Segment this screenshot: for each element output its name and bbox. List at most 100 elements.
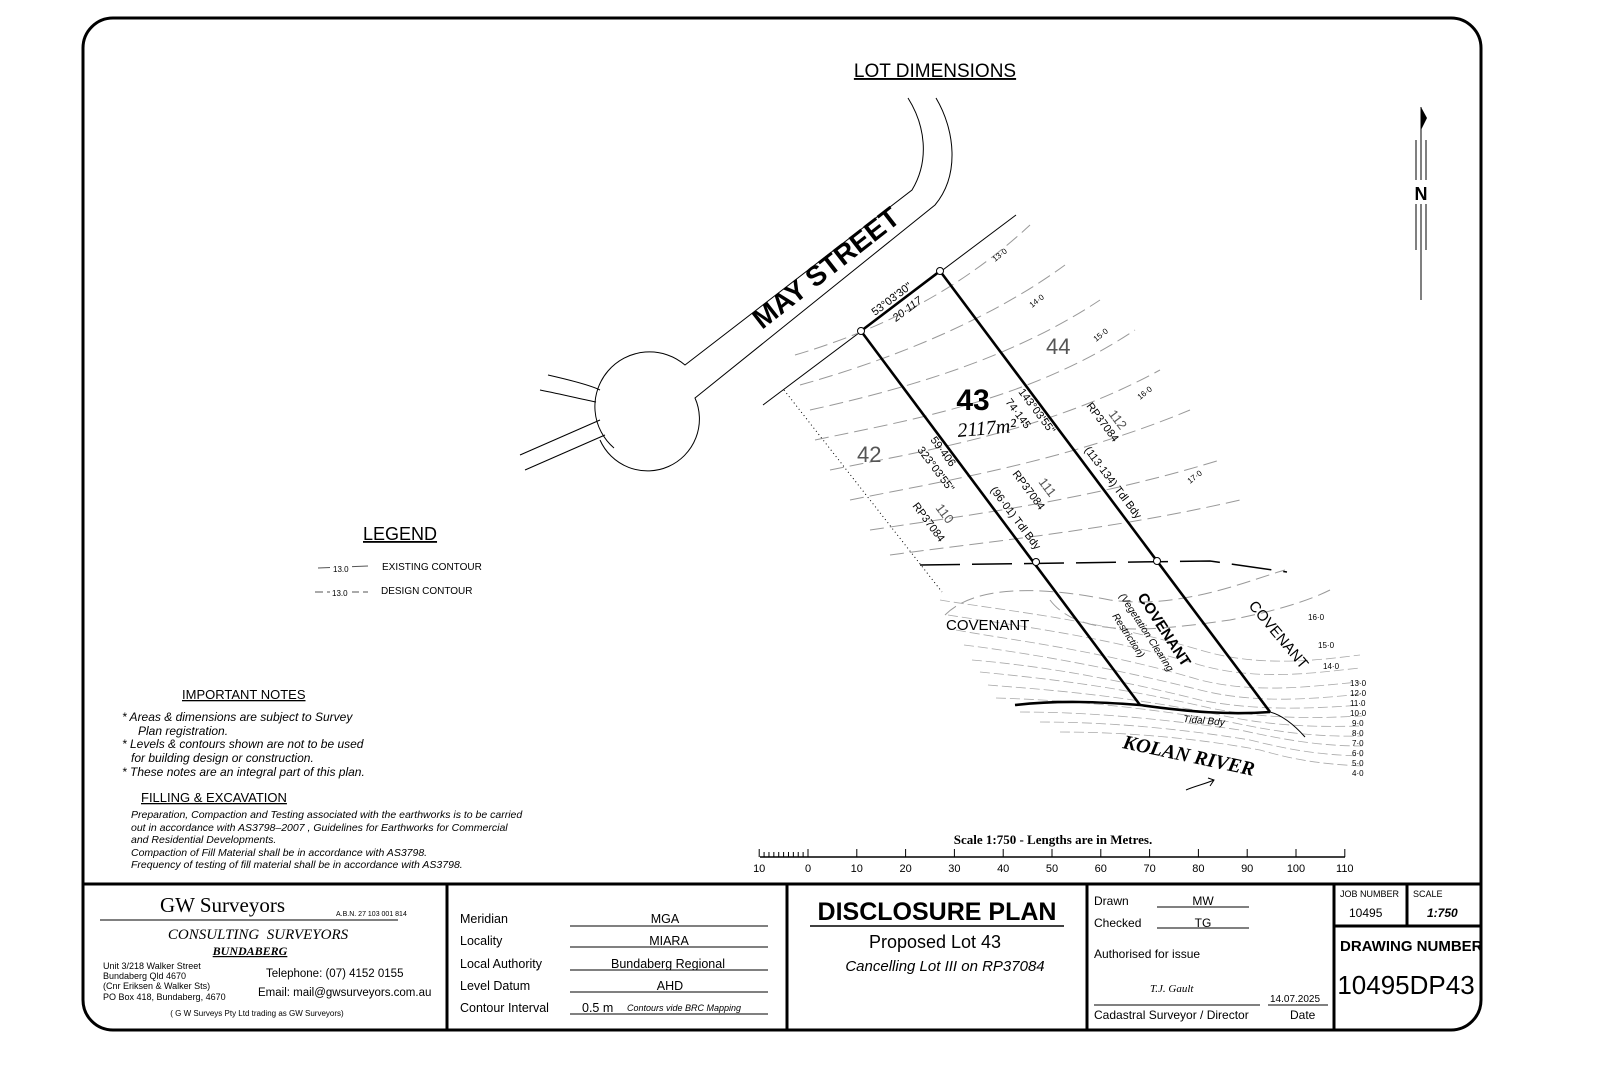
scale-tick-label: 30 — [948, 863, 960, 875]
svg-text:10·0: 10·0 — [1350, 709, 1367, 718]
scale-value: 1:750 — [1427, 906, 1458, 920]
svg-text:Level Datum: Level Datum — [460, 979, 530, 993]
scale-tick-label: 10 — [753, 863, 765, 875]
signature: T.J. Gault — [1150, 983, 1194, 995]
svg-text:for building design or constru: for building design or construction. — [131, 751, 314, 765]
title-block-grid — [445, 884, 1481, 1030]
svg-text:13·0: 13·0 — [991, 246, 1010, 263]
scale-tick-label: 10 — [851, 863, 863, 875]
lot-42-boundary — [783, 389, 943, 593]
svg-text:MW: MW — [1192, 894, 1214, 908]
svg-text:Contours vide BRC Mapping: Contours vide BRC Mapping — [627, 1003, 741, 1013]
svg-text:Bundaberg Qld 4670: Bundaberg Qld 4670 — [103, 971, 186, 981]
scale-label: SCALE — [1413, 889, 1443, 899]
svg-text:Frequency of testing of fill m: Frequency of testing of fill material sh… — [131, 859, 463, 871]
svg-text:EXISTING CONTOUR: EXISTING CONTOUR — [382, 562, 482, 573]
svg-text:(Cnr Eriksen & Walker Sts): (Cnr Eriksen & Walker Sts) — [103, 981, 210, 991]
company-trading: ( G W Surveys Pty Ltd trading as GW Surv… — [170, 1009, 344, 1018]
svg-text:14·0: 14·0 — [1028, 292, 1047, 309]
svg-text:and Residential Developments.: and Residential Developments. — [131, 834, 276, 846]
svg-text:out in accordance with AS3798–: out in accordance with AS3798–2007 , Gui… — [131, 822, 508, 834]
may-street-road — [519, 97, 1017, 472]
notes-title: IMPORTANT NOTES — [182, 687, 306, 702]
svg-text:Contour Interval: Contour Interval — [460, 1001, 549, 1015]
company-telephone: Telephone: (07) 4152 0155 — [266, 968, 403, 980]
plan-subtitle: Proposed Lot 43 — [869, 932, 1001, 952]
svg-text:Authorised for issue: Authorised for issue — [1094, 947, 1200, 961]
svg-text:* Levels & contours shown are: * Levels & contours shown are not to be … — [122, 737, 364, 751]
svg-text:Local Authority: Local Authority — [460, 957, 543, 971]
svg-text:AHD: AHD — [657, 979, 683, 993]
covenant-label-left: COVENANT — [946, 617, 1029, 634]
svg-text:Drawn: Drawn — [1094, 894, 1129, 908]
flow-arrow-icon — [1185, 777, 1215, 791]
svg-text:16·0: 16·0 — [1308, 613, 1325, 622]
legend-existing: 13.0 EXISTING CONTOUR — [317, 562, 482, 574]
svg-text:Date: Date — [1290, 1008, 1316, 1022]
plan-cancelling: Cancelling Lot III on RP37084 — [845, 958, 1044, 975]
svg-text:PO Box 418, Bundaberg, 4670: PO Box 418, Bundaberg, 4670 — [103, 992, 226, 1002]
plan-title: LOT DIMENSIONS — [854, 61, 1016, 82]
svg-text:11·0: 11·0 — [1350, 699, 1366, 708]
svg-text:Plan registration.: Plan registration. — [138, 724, 228, 738]
svg-text:14.07.2025: 14.07.2025 — [1270, 994, 1320, 1005]
svg-text:8·0: 8·0 — [1352, 729, 1364, 738]
svg-text:44: 44 — [1046, 334, 1070, 359]
drawing-number-label: DRAWING NUMBER — [1340, 938, 1483, 955]
scale-tick-label: 70 — [1143, 863, 1155, 875]
sheet-border — [81, 16, 1483, 1032]
svg-text:* Areas & dimensions are subje: * Areas & dimensions are subject to Surv… — [122, 710, 353, 724]
svg-text:7·0: 7·0 — [1352, 739, 1364, 748]
river-name: KOLAN RIVER — [1120, 731, 1257, 781]
scale-tick-label: 110 — [1336, 863, 1354, 875]
svg-text:Compaction of Fill Material sh: Compaction of Fill Material shall be in … — [131, 847, 427, 859]
svg-text:Checked: Checked — [1094, 916, 1141, 930]
disclosure-title: DISCLOSURE PLAN — [818, 898, 1057, 926]
scale-tick-label: 100 — [1287, 863, 1305, 875]
lot-area: 2117m² — [957, 415, 1019, 442]
scale-tick-label: 20 — [899, 863, 911, 875]
scale-caption: Scale 1:750 - Lengths are in Metres. — [954, 832, 1152, 847]
svg-text:Unit 3/218 Walker Street: Unit 3/218 Walker Street — [103, 961, 201, 971]
legend-design: 13.0 DESIGN CONTOUR — [315, 586, 473, 598]
svg-text:13.0: 13.0 — [332, 589, 348, 598]
legend-title: LEGEND — [363, 524, 437, 544]
company-abn: A.B.N. 27 103 001 814 — [336, 911, 407, 918]
company-email: Email: mail@gwsurveyors.com.au — [258, 987, 431, 999]
north-label: N — [1415, 184, 1428, 204]
svg-text:Bundaberg Regional: Bundaberg Regional — [611, 957, 725, 971]
svg-text:9·0: 9·0 — [1352, 719, 1364, 728]
notes-list: * Areas & dimensions are subject to Surv… — [122, 710, 365, 779]
svg-text:14·0: 14·0 — [1323, 662, 1340, 671]
covenant-line — [919, 560, 1288, 573]
svg-text:13.0: 13.0 — [333, 565, 349, 574]
scale-tick-label: 80 — [1192, 863, 1204, 875]
svg-text:0.5 m: 0.5 m — [582, 1001, 613, 1015]
scale-tick-label: 40 — [997, 863, 1009, 875]
lot-43-boundary — [857, 267, 1306, 738]
svg-text:5·0: 5·0 — [1352, 759, 1364, 768]
company-name: GW Surveyors — [160, 893, 285, 917]
job-number: 10495 — [1349, 906, 1383, 920]
svg-text:6·0: 6·0 — [1352, 749, 1364, 758]
lot-number: 43 — [956, 384, 989, 417]
svg-text:* These notes are an integral: * These notes are an integral part of th… — [122, 765, 365, 779]
svg-text:13·0: 13·0 — [1350, 679, 1367, 688]
company-tagline: CONSULTING SURVEYORS — [168, 927, 349, 943]
svg-text:42: 42 — [857, 442, 881, 467]
svg-text:Preparation, Compaction and Te: Preparation, Compaction and Testing asso… — [131, 809, 523, 821]
drawing-number: 10495DP43 — [1337, 970, 1474, 1000]
svg-text:15·0: 15·0 — [1092, 326, 1111, 343]
scale-tick-label: 0 — [805, 863, 811, 875]
svg-text:4·0: 4·0 — [1352, 769, 1364, 778]
scale-tick-label: 50 — [1046, 863, 1058, 875]
company-address: Unit 3/218 Walker Street Bundaberg Qld 4… — [103, 961, 226, 1002]
contour-labels-top: 13·0 14·0 15·0 16·0 17·0 — [991, 246, 1205, 485]
svg-text:DESIGN CONTOUR: DESIGN CONTOUR — [381, 586, 473, 597]
existing-contours — [794, 224, 1331, 630]
svg-text:MIARA: MIARA — [649, 934, 689, 948]
svg-text:Cadastral Surveyor / Director: Cadastral Surveyor / Director — [1094, 1008, 1249, 1022]
north-arrow-icon: N — [1412, 107, 1430, 300]
plan-fields: Meridian MGA Locality MIARA Local Author… — [460, 912, 768, 1015]
